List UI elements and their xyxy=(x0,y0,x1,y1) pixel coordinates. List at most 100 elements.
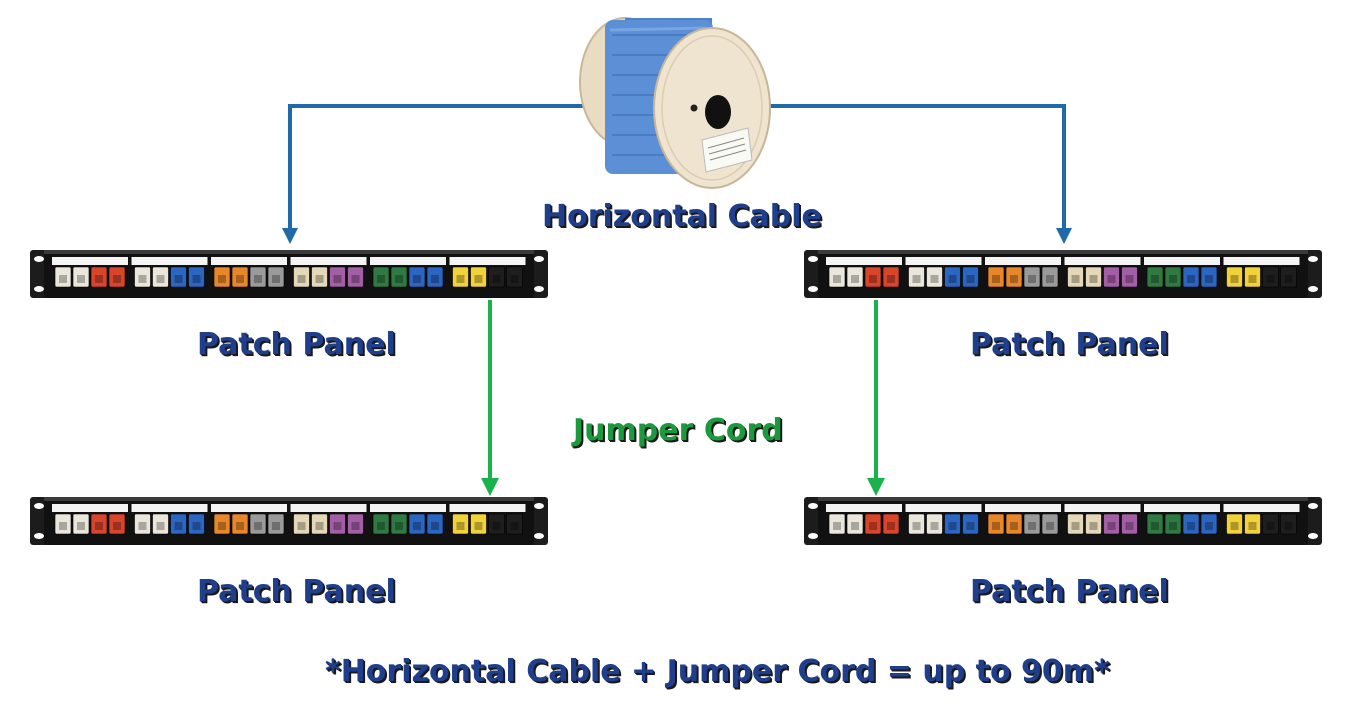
horizontal-cable-arrowhead-left xyxy=(282,228,298,244)
rj45-jack-opening xyxy=(218,275,226,283)
rj45-port xyxy=(372,266,390,288)
rj45-jack-opening xyxy=(315,275,324,283)
mounting-hole xyxy=(808,256,818,262)
rj45-jack-opening xyxy=(1071,522,1080,530)
rj45-jack-opening xyxy=(1107,275,1116,283)
rj45-jack-opening xyxy=(192,275,201,283)
mounting-hole xyxy=(808,503,818,509)
port-module-label-strip xyxy=(985,504,1061,512)
rj45-jack-opening xyxy=(869,522,877,530)
rj45-port xyxy=(170,513,187,535)
rj45-jack-opening xyxy=(992,522,1000,530)
rj45-jack-opening xyxy=(413,275,421,283)
rj45-port xyxy=(1244,266,1261,288)
rj45-port xyxy=(1226,266,1243,288)
rj45-jack-opening xyxy=(1028,275,1036,283)
patch-panel-top-right xyxy=(804,250,1322,298)
port-module-label-strip xyxy=(905,504,982,512)
horizontal-cable-arrowhead-right xyxy=(1056,228,1072,244)
rj45-jack-opening xyxy=(1125,275,1134,283)
rj45-port xyxy=(293,266,310,288)
rj45-port xyxy=(54,266,72,288)
mounting-ear-left xyxy=(30,250,48,298)
rj45-jack-opening xyxy=(1046,522,1054,530)
mounting-hole xyxy=(534,503,544,509)
rj45-jack-opening xyxy=(1010,522,1018,530)
rj45-port xyxy=(188,513,205,535)
rj45-jack-opening xyxy=(377,275,385,283)
rj45-port xyxy=(390,513,408,535)
rj45-port xyxy=(846,513,864,535)
rj45-jack-opening xyxy=(474,275,483,283)
rj45-jack-opening xyxy=(156,522,165,530)
rj45-jack-opening xyxy=(474,522,483,530)
rj45-jack-opening xyxy=(966,522,975,530)
rj45-jack-opening xyxy=(377,522,385,530)
rj45-jack-opening xyxy=(272,275,280,283)
rj45-port xyxy=(452,266,469,288)
rj45-jack-opening xyxy=(948,275,957,283)
rj45-port xyxy=(390,266,408,288)
rj45-port xyxy=(488,513,505,535)
rj45-port xyxy=(1262,513,1279,535)
port-module-label-strip xyxy=(1064,257,1141,265)
rj45-port xyxy=(506,513,523,535)
rj45-port xyxy=(1103,266,1120,288)
rj45-port xyxy=(152,513,169,535)
rj45-port xyxy=(347,513,364,535)
rj45-jack-opening xyxy=(1266,275,1275,283)
rj45-jack-opening xyxy=(351,275,360,283)
panel-top-edge xyxy=(818,250,1308,254)
rj45-port xyxy=(452,513,469,535)
rj45-port xyxy=(249,266,267,288)
mounting-ear-left xyxy=(30,497,48,545)
rj45-port xyxy=(329,266,346,288)
rj45-jack-opening xyxy=(1169,522,1177,530)
rj45-jack-opening xyxy=(930,275,939,283)
port-module-label-strip xyxy=(1223,504,1300,512)
rj45-jack-opening xyxy=(1010,275,1018,283)
rj45-jack-opening xyxy=(192,522,201,530)
patch-panel-bottom-right xyxy=(804,497,1322,545)
rj45-port xyxy=(944,266,961,288)
patch-panel-bottom-left xyxy=(30,497,548,545)
rj45-jack-opening xyxy=(59,275,67,283)
rj45-jack-opening xyxy=(254,522,262,530)
rj45-jack-opening xyxy=(1205,522,1213,530)
port-module-label-strip xyxy=(1144,257,1220,265)
rj45-port xyxy=(1164,266,1182,288)
rj45-port xyxy=(1280,513,1297,535)
rj45-port xyxy=(1121,266,1138,288)
rj45-jack-opening xyxy=(1284,522,1293,530)
rj45-port xyxy=(329,513,346,535)
rj45-port xyxy=(944,513,961,535)
patch-panel-label-bottom-right: Patch Panel xyxy=(970,574,1169,609)
rj45-port xyxy=(213,266,231,288)
rj45-port xyxy=(987,513,1005,535)
rj45-jack-opening xyxy=(113,522,121,530)
port-module-label-strip xyxy=(131,257,208,265)
rj45-jack-opening xyxy=(1028,522,1036,530)
rj45-jack-opening xyxy=(869,275,877,283)
rj45-jack-opening xyxy=(431,275,439,283)
rj45-jack-opening xyxy=(395,522,403,530)
rj45-jack-opening xyxy=(174,275,183,283)
rj45-port xyxy=(1103,513,1120,535)
mounting-ear-right xyxy=(1304,250,1322,298)
rj45-port xyxy=(1005,266,1023,288)
rj45-jack-opening xyxy=(77,522,85,530)
panel-top-edge xyxy=(818,497,1308,501)
mounting-ear-left xyxy=(804,250,822,298)
rj45-port xyxy=(962,266,979,288)
port-module-label-strip xyxy=(52,504,128,512)
rj45-port xyxy=(882,266,900,288)
rj45-jack-opening xyxy=(1248,275,1257,283)
port-module-label-strip xyxy=(449,504,526,512)
mounting-hole xyxy=(808,286,818,292)
jumper-cord-arrowhead-right xyxy=(867,478,885,496)
port-module-label-strip xyxy=(826,504,902,512)
rj45-jack-opening xyxy=(1230,275,1239,283)
rj45-port xyxy=(1164,513,1182,535)
rj45-jack-opening xyxy=(1284,275,1293,283)
